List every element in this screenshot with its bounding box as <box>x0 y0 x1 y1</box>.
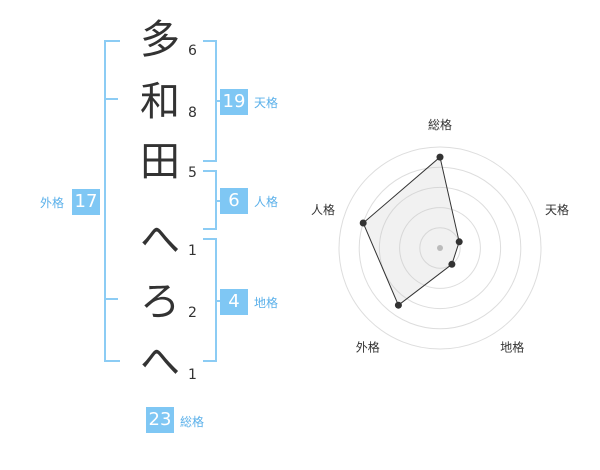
name-char-5: ろ <box>140 279 180 325</box>
name-char-6: へ <box>140 339 180 385</box>
tenkaku-label: 天格 <box>254 96 279 110</box>
radar-ring <box>358 166 522 330</box>
jinkaku-value: 6 <box>220 188 248 214</box>
radar-axis-label: 外格 <box>356 340 380 355</box>
gaikaku-value: 17 <box>72 189 100 215</box>
radar-center-dot <box>437 245 443 251</box>
radar-point <box>359 219 367 227</box>
gaikaku-label: 外格 <box>40 196 65 210</box>
radar-axis-label: 人格 <box>311 202 335 217</box>
jinkaku-label: 人格 <box>254 195 279 209</box>
tenkaku-value: 19 <box>220 89 248 115</box>
radar-ring <box>419 227 461 269</box>
soukaku-value: 23 <box>146 407 174 433</box>
tenkaku-tick <box>215 100 221 102</box>
radar-ring <box>378 186 502 310</box>
chikaku-tick <box>215 300 221 302</box>
soukaku-label: 総格 <box>180 415 205 429</box>
radar-axis-label: 地格 <box>500 340 524 355</box>
radar-axis-label: 天格 <box>545 202 569 217</box>
stroke-count-3: 5 <box>188 165 197 181</box>
radar-point <box>394 301 402 309</box>
gaikaku-bracket <box>104 40 120 362</box>
name-char-3: 田 <box>140 139 180 185</box>
radar-ring <box>399 207 481 289</box>
radar-point <box>448 260 456 268</box>
gaikaku-tick-2 <box>106 298 118 300</box>
stroke-count-4: 1 <box>188 243 197 259</box>
stroke-count-6: 1 <box>188 367 197 383</box>
radar-axis-label: 総格 <box>428 117 452 132</box>
radar-ring <box>338 146 542 350</box>
radar-point <box>436 153 444 161</box>
name-char-2: 和 <box>140 79 180 125</box>
stroke-count-1: 6 <box>188 43 197 59</box>
stroke-count-5: 2 <box>188 305 197 321</box>
name-char-4: へ <box>140 217 180 263</box>
jinkaku-tick <box>215 200 221 202</box>
radar-polygon <box>362 156 460 306</box>
radar-rings <box>338 146 542 350</box>
name-char-1: 多 <box>140 17 180 63</box>
stroke-count-2: 8 <box>188 105 197 121</box>
radar-point <box>455 238 463 246</box>
gaikaku-tick-1 <box>106 98 118 100</box>
chikaku-value: 4 <box>220 289 248 315</box>
chikaku-label: 地格 <box>254 296 279 310</box>
